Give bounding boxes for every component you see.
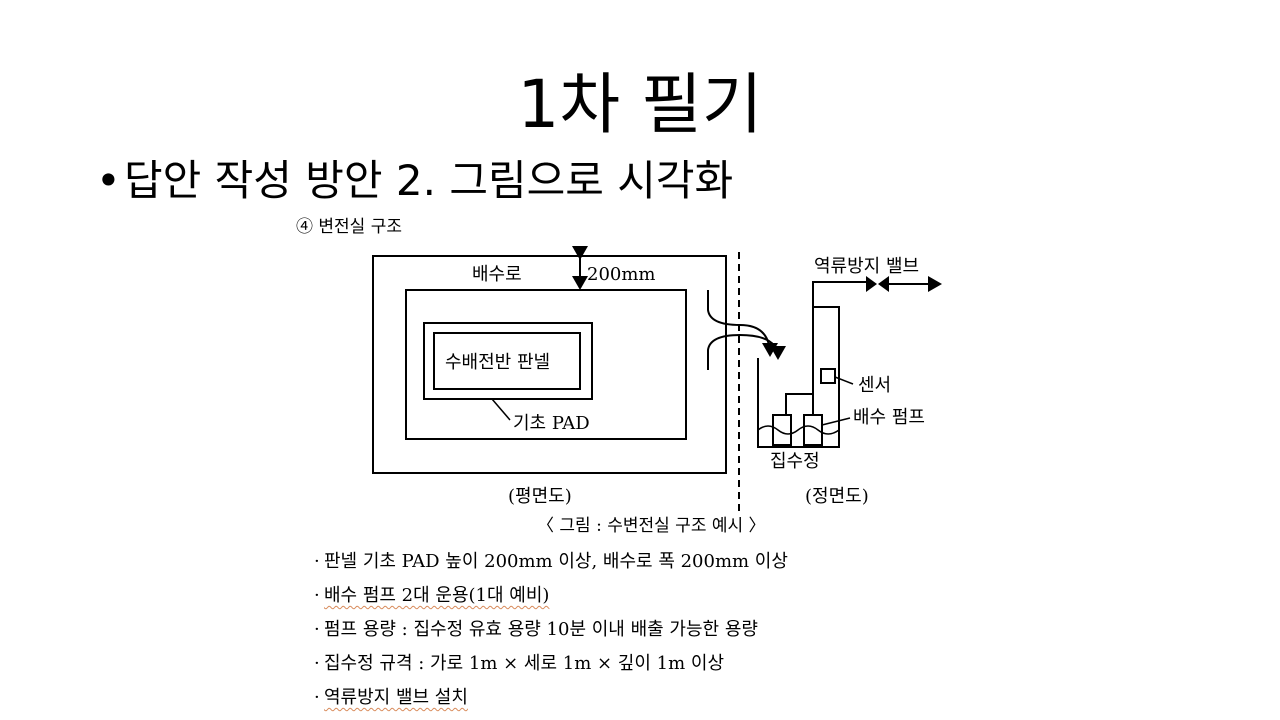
note-item: ·판넬 기초 PAD 높이 200mm 이상, 배수로 폭 200mm 이상: [314, 551, 788, 572]
drain-flow-arrow-upper: [707, 290, 778, 357]
bullet-heading: •답안 작성 방안 2. 그림으로 시각화: [96, 150, 733, 212]
discharge-pipe: [812, 281, 866, 415]
note-item: ·역류방지 밸브 설치: [314, 687, 468, 708]
note-text: 역류방지 밸브 설치: [324, 687, 468, 708]
sensor-box: [820, 368, 836, 384]
plan-view-label: (평면도): [508, 486, 572, 507]
drain-channel-label: 배수로: [472, 264, 522, 285]
sump-pit-outline: [757, 306, 840, 448]
bullet-text: 답안 작성 방안 2. 그림으로 시각화: [124, 156, 734, 205]
slide-title: 1차 필기: [517, 66, 763, 143]
check-valve-left: [866, 276, 877, 292]
water-level-line: [757, 425, 840, 435]
check-valve-label: 역류방지 밸브: [814, 256, 919, 277]
pump-pipe-branch: [785, 393, 813, 415]
note-item: ·배수 펌프 2대 운용(1대 예비): [314, 585, 550, 606]
note-text: 펌프 용량 : 집수정 유효 용량 10분 이내 배출 가능한 용량: [324, 619, 758, 640]
panel-label: 수배전반 판넬: [445, 352, 550, 373]
room-outer-outline: [372, 255, 727, 474]
drain-pump-label: 배수 펌프: [853, 407, 925, 428]
front-view-label: (정면도): [805, 486, 869, 507]
note-item: ·집수정 규격 : 가로 1m × 세로 1m × 깊이 1m 이상: [314, 653, 725, 674]
note-text: 집수정 규격 : 가로 1m × 세로 1m × 깊이 1m 이상: [324, 653, 725, 674]
figure-caption-bottom: 〈 그림 : 수변전실 구조 예시 〉: [537, 516, 766, 536]
check-valve-right: [878, 276, 889, 292]
base-pad-outline: [423, 322, 593, 400]
base-pad-label: 기초 PAD: [513, 413, 590, 434]
panel-outline: [433, 332, 581, 390]
sump-label: 집수정: [770, 451, 820, 472]
bullet-dot: •: [96, 156, 121, 205]
pump-leader: [821, 417, 851, 426]
note-text: 판넬 기초 PAD 높이 200mm 이상, 배수로 폭 200mm 이상: [324, 551, 788, 572]
room-inner-outline: [405, 289, 687, 440]
drain-pump-1: [772, 414, 792, 446]
note-item: ·펌프 용량 : 집수정 유효 용량 10분 이내 배출 가능한 용량: [314, 619, 758, 640]
drain-flow-arrow-lower: [707, 333, 786, 370]
note-text: 배수 펌프 2대 운용(1대 예비): [324, 585, 550, 606]
sensor-leader: [834, 376, 854, 385]
notes-list: ·판넬 기초 PAD 높이 200mm 이상, 배수로 폭 200mm 이상 ·…: [314, 545, 788, 715]
width-dimension-label: 200mm: [587, 264, 656, 285]
drain-pump-2: [803, 414, 823, 446]
base-pad-leader: [491, 398, 511, 421]
sensor-label: 센서: [858, 375, 891, 396]
figure-caption-top: ④ 변전실 구조: [296, 217, 403, 237]
